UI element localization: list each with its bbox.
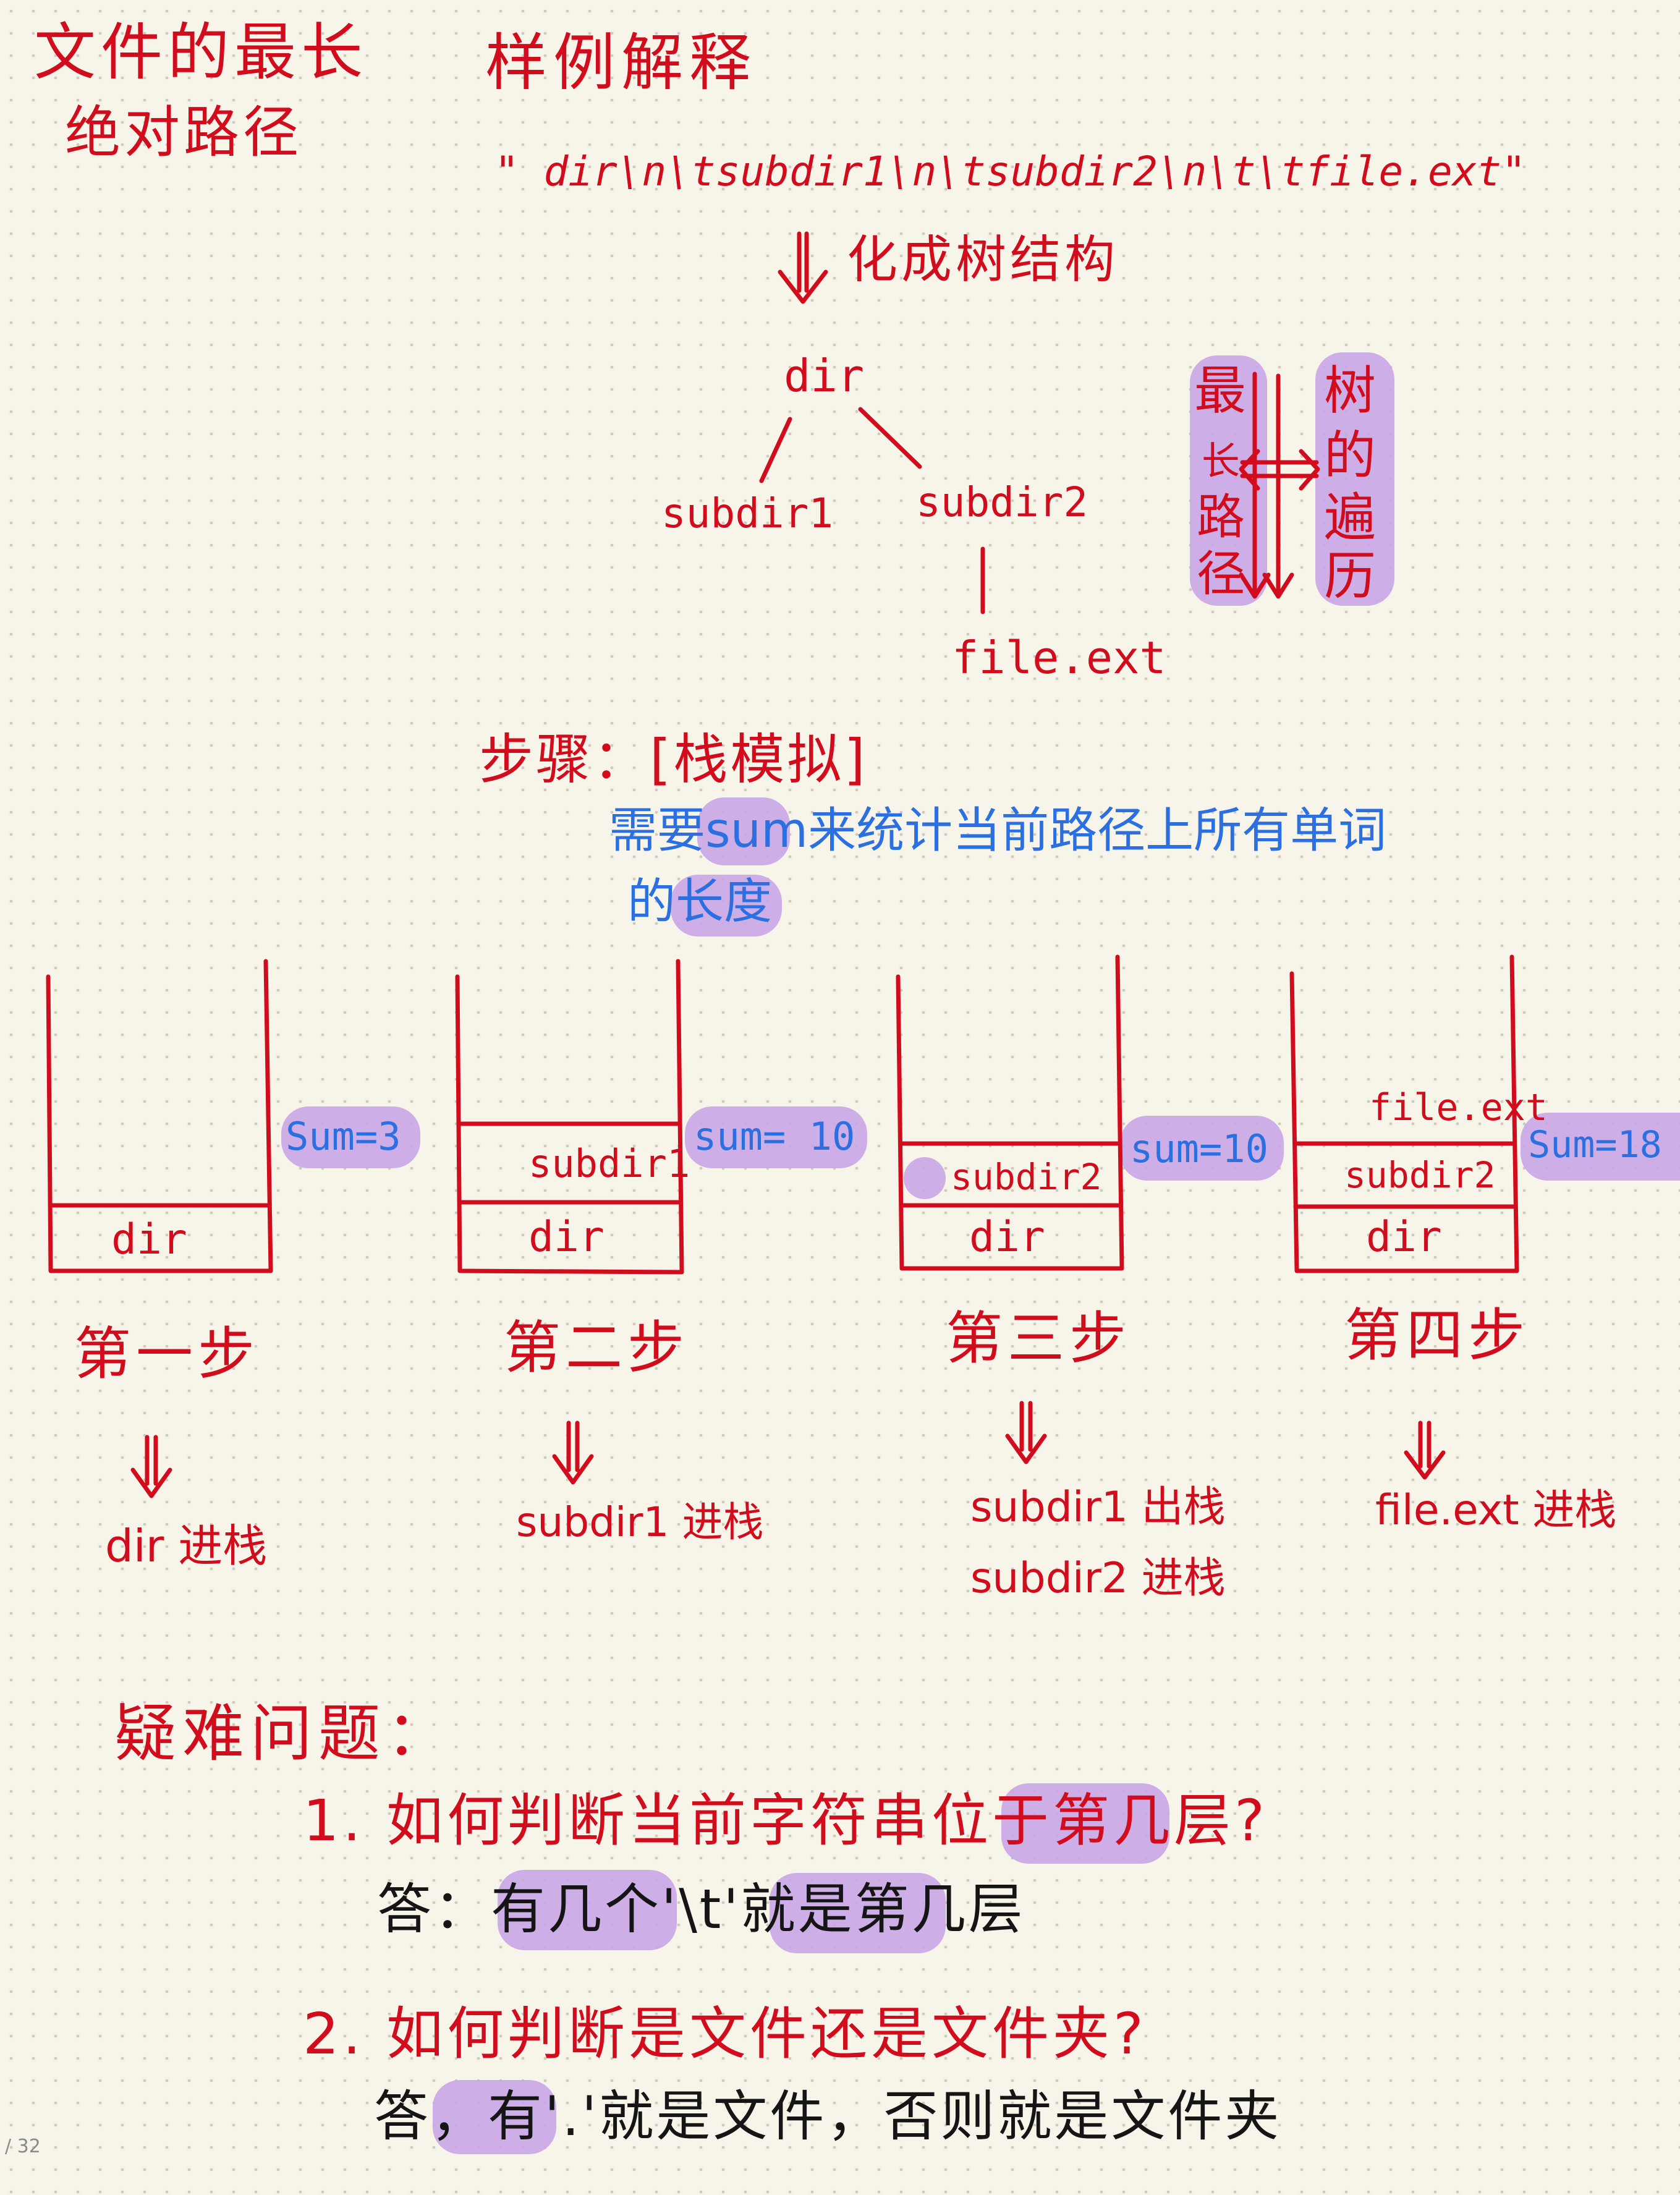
- stack2-action: subdir1 进栈: [516, 1498, 764, 1546]
- highlight-sum-4: [1521, 1113, 1680, 1181]
- highlight-a1-1: [498, 1870, 677, 1950]
- highlight-sum: [697, 797, 790, 865]
- stack2-item-subdir1: subdir1: [528, 1141, 690, 1186]
- question-1-highlight: 第几层: [1053, 1788, 1235, 1854]
- equiv-left-3: 路: [1197, 490, 1245, 545]
- example-input: " dir\n\tsubdir1\n\tsubdir2\n\t\tfile.ex…: [494, 148, 1526, 195]
- question-2-num: 2.: [303, 2001, 365, 2067]
- highlight-a1-2: [770, 1873, 946, 1953]
- stack4-item-dir: dir: [1366, 1213, 1442, 1262]
- answer-1-mid: 就是: [740, 1877, 855, 1941]
- stack1-item-dir: dir: [111, 1215, 187, 1264]
- answer-1-prefix: 答：: [377, 1877, 491, 1941]
- answer-2-rest: 就是文件，否则就是文件夹: [599, 2084, 1282, 2148]
- equiv-right-3: 遍: [1324, 487, 1377, 548]
- stack4-sum: Sum=18: [1528, 1123, 1662, 1166]
- stack2-sum: sum= 10: [694, 1114, 855, 1159]
- stack4-item-subdir2: subdir2: [1344, 1154, 1496, 1196]
- stack3-item-dir: dir: [969, 1213, 1045, 1262]
- page-title-line1: 文件的最长: [34, 16, 368, 88]
- highlight-length: [671, 875, 782, 936]
- equiv-right-2: 的: [1324, 425, 1377, 486]
- answer-2-prefix: 答，: [374, 2084, 488, 2148]
- stack3-step: 第三步: [946, 1306, 1132, 1372]
- question-1: 1. 如何判断当前字符串位于第几层?: [303, 1793, 1268, 1849]
- stack1-sum: Sum=3: [286, 1114, 401, 1159]
- sum-note-part1: 需要: [609, 803, 706, 859]
- answer-2: 答，有'.'就是文件，否则就是文件夹: [374, 2089, 1281, 2144]
- page-title-line2: 绝对路径: [65, 100, 302, 165]
- sum-note-line1: 需要sum来统计当前路径上所有单词: [609, 807, 1386, 855]
- answer-1: 答：有几个'\t'就是第几层: [377, 1882, 1025, 1937]
- stack4-action: file.ext 进栈: [1375, 1486, 1617, 1535]
- sum-note-sum: sum: [705, 803, 808, 859]
- highlight-sum-2: [685, 1106, 867, 1168]
- equiv-right-4: 历: [1324, 546, 1377, 606]
- question-2-text: 如何判断是文件还是文件夹: [386, 2001, 1114, 2067]
- equiv-left-1: 最: [1194, 360, 1247, 421]
- highlight-sum-3: [1120, 1116, 1284, 1181]
- stack3-action2: subdir2 进栈: [970, 1554, 1226, 1603]
- question-1-mark: ?: [1234, 1788, 1268, 1854]
- tree-child1: subdir1: [661, 490, 834, 537]
- question-1-text: 如何判断当前字符串位于: [386, 1788, 1053, 1854]
- highlight-q1: [1001, 1783, 1169, 1864]
- tree-grandchild: file.ext: [952, 632, 1166, 684]
- sum-note-length: 长度: [676, 874, 773, 930]
- stack3-action1: subdir1 出栈: [970, 1483, 1226, 1532]
- example-heading: 样例解释: [485, 27, 757, 99]
- stack3-item-subdir2: subdir2: [951, 1156, 1102, 1198]
- sum-note-line2: 的长度: [627, 878, 772, 926]
- stack4-step: 第四步: [1344, 1302, 1530, 1369]
- highlight-dot: [904, 1157, 946, 1199]
- tree-root: dir: [784, 350, 865, 402]
- stack4-item-file-ext: file.ext: [1369, 1086, 1548, 1129]
- stack3-sum: sum=10: [1130, 1126, 1268, 1171]
- answer-1-highlight: 有几个'\t': [491, 1877, 741, 1941]
- convert-label: 化成树结构: [847, 231, 1119, 289]
- steps-heading: 步骤：[栈模拟]: [479, 728, 868, 791]
- equiv-right-1: 树: [1324, 360, 1377, 421]
- stack2-item-dir: dir: [528, 1213, 605, 1262]
- page-number: / 32: [5, 2136, 41, 2157]
- highlight-a2: [433, 2080, 556, 2154]
- question-1-num: 1.: [303, 1788, 365, 1854]
- stack1-step: 第一步: [74, 1321, 260, 1387]
- answer-2-highlight: 有'.': [488, 2084, 600, 2148]
- stack2-step: 第二步: [504, 1315, 690, 1381]
- sum-note-part2: 来统计当前路径上所有单词: [808, 803, 1387, 859]
- question-2: 2. 如何判断是文件还是文件夹?: [303, 2006, 1147, 2063]
- tree-child2: subdir2: [916, 478, 1088, 526]
- highlight-sum-1: [281, 1106, 420, 1168]
- answer-1-highlight2: 第几层: [854, 1877, 1025, 1941]
- difficulty-heading: 疑难问题：: [114, 1697, 454, 1770]
- equiv-left-2: 长: [1202, 438, 1241, 483]
- sum-note-part3: 的: [627, 874, 676, 930]
- equiv-left-4: 径: [1197, 546, 1245, 602]
- highlight-equiv-right: [1315, 352, 1394, 606]
- question-2-mark: ?: [1113, 2001, 1147, 2067]
- stack1-action: dir 进栈: [105, 1520, 268, 1572]
